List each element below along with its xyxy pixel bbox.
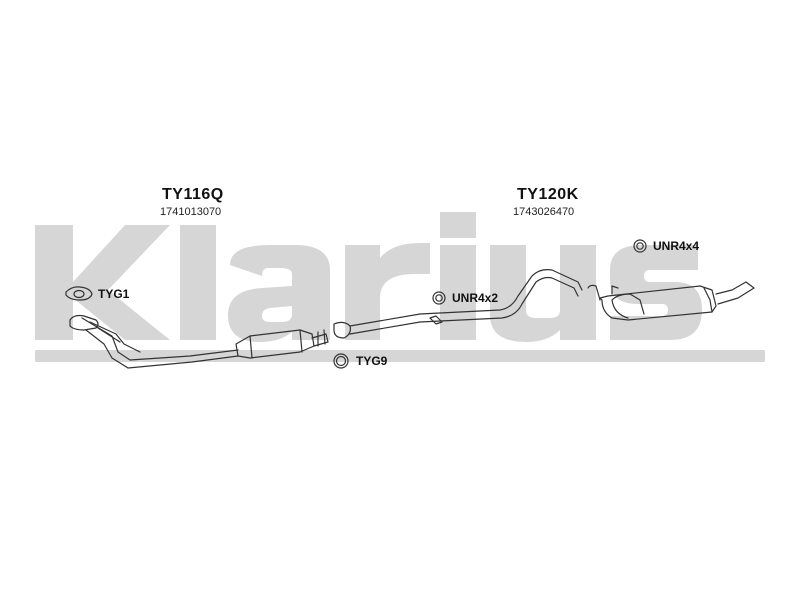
accessory-label-unr4x2: UNR4x2: [452, 291, 499, 305]
accessory-label-tyg9: TYG9: [356, 354, 388, 368]
front-downpipe: [69, 314, 239, 369]
part-number-rear: 1743026470: [513, 206, 575, 218]
rubber-ring-icon: [633, 239, 647, 253]
accessory-label-unr4x4: UNR4x4: [653, 239, 700, 253]
intermediate-pipe: [333, 269, 583, 339]
part-number-front: 1741013070: [160, 206, 222, 218]
part-code-rear: TY120K: [517, 186, 579, 203]
rubber-ring-icon: [432, 291, 446, 305]
klarius-watermark-logo: [35, 212, 765, 362]
accessory-label-tyg1: TYG1: [98, 287, 130, 301]
gasket-icon: [65, 286, 93, 301]
part-code-front: TY116Q: [162, 186, 224, 203]
ring-gasket-icon: [333, 353, 349, 369]
rear-silencer: [587, 281, 755, 321]
front-pipe-resonator: [235, 329, 329, 359]
